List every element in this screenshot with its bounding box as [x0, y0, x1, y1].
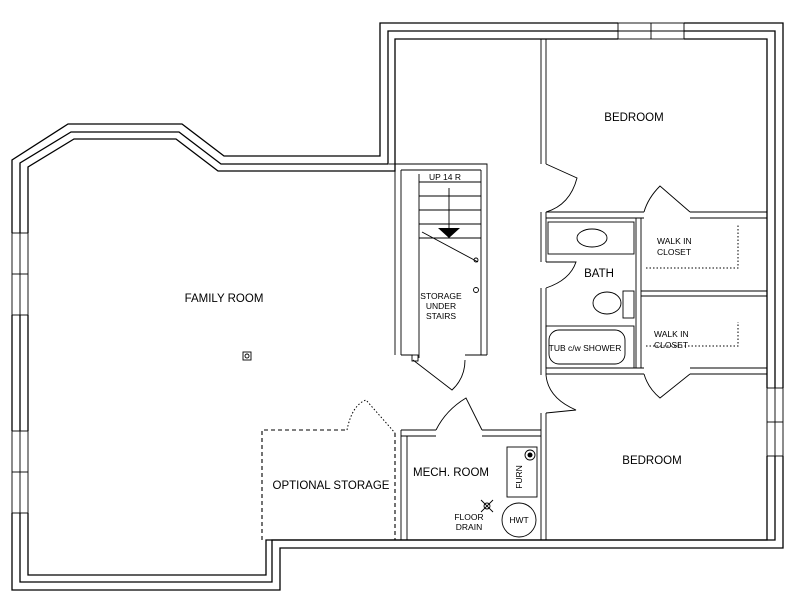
bath-label: BATH: [584, 268, 614, 280]
interior-walls: [389, 39, 767, 540]
floor-drain-icon: [480, 499, 494, 513]
stairs-label: UP 14 R: [429, 172, 461, 182]
floor-drain-line-2: DRAIN: [456, 522, 482, 532]
sink-icon: [576, 228, 608, 248]
bedroom-bottom-label: BEDROOM: [622, 455, 681, 467]
closet-shelves: [646, 224, 739, 347]
optional-storage-label: OPTIONAL STORAGE: [273, 480, 390, 492]
tub-label: TUB c/w SHOWER: [549, 343, 622, 353]
bath-fixtures: [545, 221, 635, 369]
toilet-icon: [592, 291, 622, 315]
walk-in-closet-bottom-line-1: WALK IN: [654, 329, 689, 339]
floor-fixture-icon: [242, 351, 252, 361]
optional-storage-outline: [261, 429, 396, 540]
storage-under-stairs-line-3: STAIRS: [426, 311, 456, 321]
storage-under-stairs-line-2: UNDER: [426, 301, 456, 311]
tub-icon: [548, 329, 626, 365]
storage-under-stairs-line-1: STORAGE: [420, 291, 462, 301]
furnace-icon: [506, 446, 538, 498]
doors: [346, 163, 691, 434]
walk-in-closet-bottom-line-2: CLOSET: [654, 340, 688, 350]
exterior-walls: [11, 22, 784, 591]
windows: [10, 21, 785, 514]
furnace-label: FURN: [514, 465, 524, 489]
water-heater-label: HWT: [509, 515, 528, 525]
stair-arrow-icon: [438, 228, 460, 238]
walk-in-closet-top-line-1: WALK IN: [657, 236, 692, 246]
stairs: [411, 174, 481, 362]
bedroom-top-label: BEDROOM: [604, 112, 663, 124]
walk-in-closet-top-line-2: CLOSET: [657, 247, 691, 257]
water-heater-icon: [501, 502, 537, 538]
family-room-label: FAMILY ROOM: [185, 293, 264, 305]
mech-fixtures: [480, 446, 538, 538]
floor-drain-line-1: FLOOR: [454, 512, 483, 522]
mech-room-label: MECH. ROOM: [413, 467, 489, 479]
